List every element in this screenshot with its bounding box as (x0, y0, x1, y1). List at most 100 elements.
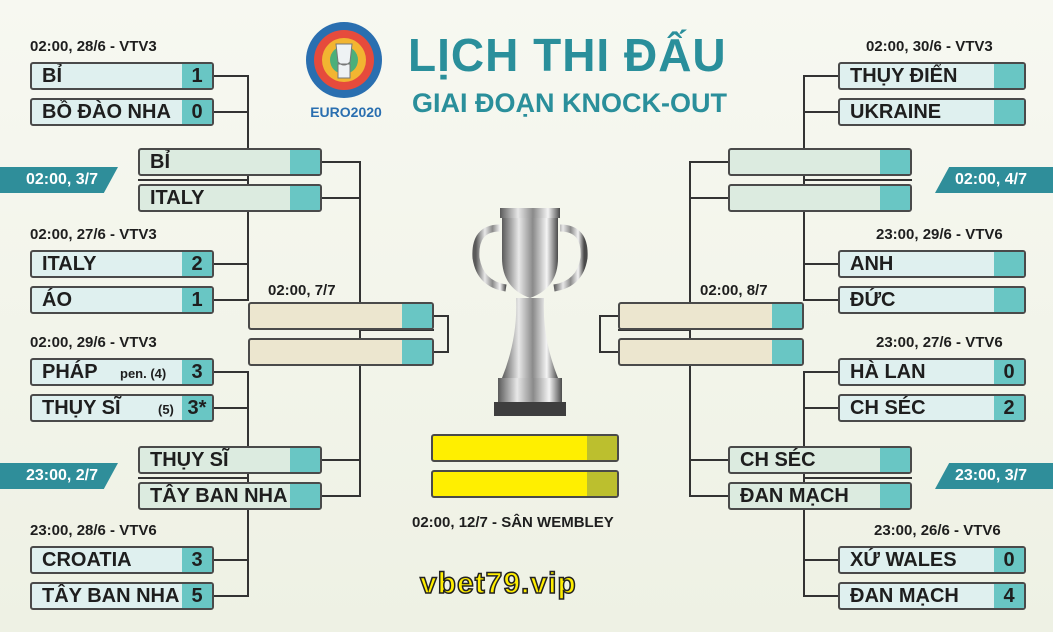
team-row (618, 338, 804, 366)
team-score (772, 304, 802, 328)
team-name: CH SÉC (740, 448, 816, 471)
team-row: TÂY BAN NHA (138, 482, 322, 510)
team-score: 3 (182, 360, 212, 384)
team-row: BỈ 1 (30, 62, 214, 90)
team-name: ĐỨC (850, 288, 896, 311)
team-row: THỤY SĨ (138, 446, 322, 474)
euro2020-logo-icon (306, 22, 382, 98)
team-name: BỒ ĐÀO NHA (42, 100, 171, 123)
team-row: TÂY BAN NHA 5 (30, 582, 214, 610)
team-name: ITALY (42, 252, 97, 275)
team-score: 3 (182, 548, 212, 572)
team-row (248, 338, 434, 366)
team-name: HÀ LAN (850, 360, 926, 383)
match-time: 23:00, 27/6 - VTV6 (876, 334, 1003, 351)
final-time: 02:00, 12/7 - SÂN WEMBLEY (412, 514, 614, 531)
team-score (290, 484, 320, 508)
team-row: BỈ (138, 148, 322, 176)
team-score (290, 186, 320, 210)
team-score: 2 (182, 252, 212, 276)
team-row: ĐỨC (838, 286, 1026, 314)
team-score: 0 (994, 360, 1024, 384)
team-name: ANH (850, 252, 894, 275)
team-score (880, 448, 910, 472)
team-row: THỤY SĨ (5) 3* (30, 394, 214, 422)
qf-time-tag: 02:00, 3/7 (0, 167, 118, 193)
team-score: 1 (182, 288, 212, 312)
team-score (994, 64, 1024, 88)
team-score: 3* (182, 396, 212, 420)
team-score (880, 484, 910, 508)
team-name: TÂY BAN NHA (42, 584, 180, 607)
penalty-score: pen. (4) (120, 366, 167, 381)
match-time: 23:00, 28/6 - VTV6 (30, 522, 157, 539)
qf-time-tag: 23:00, 2/7 (0, 463, 118, 489)
team-name (730, 150, 880, 174)
team-name: BỈ (42, 64, 62, 87)
match-time: 23:00, 29/6 - VTV6 (876, 226, 1003, 243)
team-score: 0 (182, 100, 212, 124)
team-score (402, 340, 432, 364)
team-row: XỨ WALES 0 (838, 546, 1026, 574)
team-name: ĐAN MẠCH (740, 484, 849, 507)
team-row: ITALY (138, 184, 322, 212)
team-score: 0 (994, 548, 1024, 572)
team-name: UKRAINE (850, 100, 942, 123)
team-score: 1 (182, 64, 212, 88)
team-name (730, 186, 880, 210)
match-time: 02:00, 8/7 (700, 282, 768, 299)
team-row: ITALY 2 (30, 250, 214, 278)
match-time: 02:00, 30/6 - VTV3 (866, 38, 993, 55)
team-row: ÁO 1 (30, 286, 214, 314)
match-time: 02:00, 29/6 - VTV3 (30, 334, 157, 351)
team-name: ÁO (42, 288, 72, 311)
team-name: THỤY ĐIỂN (850, 64, 958, 87)
team-name: TÂY BAN NHA (150, 484, 288, 507)
team-score (994, 100, 1024, 124)
team-row: ĐAN MẠCH 4 (838, 582, 1026, 610)
team-score (994, 252, 1024, 276)
team-score (290, 448, 320, 472)
team-score (290, 150, 320, 174)
team-score (880, 186, 910, 210)
team-name: XỨ WALES (850, 548, 957, 571)
team-row (618, 302, 804, 330)
match-time: 23:00, 26/6 - VTV6 (874, 522, 1001, 539)
team-score: 4 (994, 584, 1024, 608)
final-team-row (431, 434, 619, 462)
team-name (620, 304, 772, 328)
team-name: ĐAN MẠCH (850, 584, 959, 607)
team-name (433, 472, 587, 496)
match-time: 02:00, 27/6 - VTV3 (30, 226, 157, 243)
team-row: BỒ ĐÀO NHA 0 (30, 98, 214, 126)
team-row (728, 148, 912, 176)
logo-text: EURO2020 (310, 104, 382, 120)
team-name: PHÁP (42, 360, 98, 383)
team-score (587, 436, 617, 460)
match-time: 02:00, 28/6 - VTV3 (30, 38, 157, 55)
page-title: LỊCH THI ĐẤU (408, 29, 727, 81)
team-score (402, 304, 432, 328)
trophy-icon (472, 208, 588, 416)
team-score: 2 (994, 396, 1024, 420)
team-score: 5 (182, 584, 212, 608)
team-score (880, 150, 910, 174)
qf-time-tag: 23:00, 3/7 (935, 463, 1053, 489)
team-name (620, 340, 772, 364)
team-name: CH SÉC (850, 396, 926, 419)
team-name (433, 436, 587, 460)
team-score (587, 472, 617, 496)
team-row: ANH (838, 250, 1026, 278)
team-row: ĐAN MẠCH (728, 482, 912, 510)
team-row: HÀ LAN 0 (838, 358, 1026, 386)
team-row (248, 302, 434, 330)
team-name: BỈ (150, 150, 170, 173)
team-score (994, 288, 1024, 312)
team-name: THỤY SĨ (150, 448, 229, 471)
team-row: THỤY ĐIỂN (838, 62, 1026, 90)
team-row: PHÁP pen. (4) 3 (30, 358, 214, 386)
team-name: THỤY SĨ (42, 396, 121, 419)
page-subtitle: GIAI ĐOẠN KNOCK-OUT (412, 88, 727, 118)
team-row: CH SÉC 2 (838, 394, 1026, 422)
